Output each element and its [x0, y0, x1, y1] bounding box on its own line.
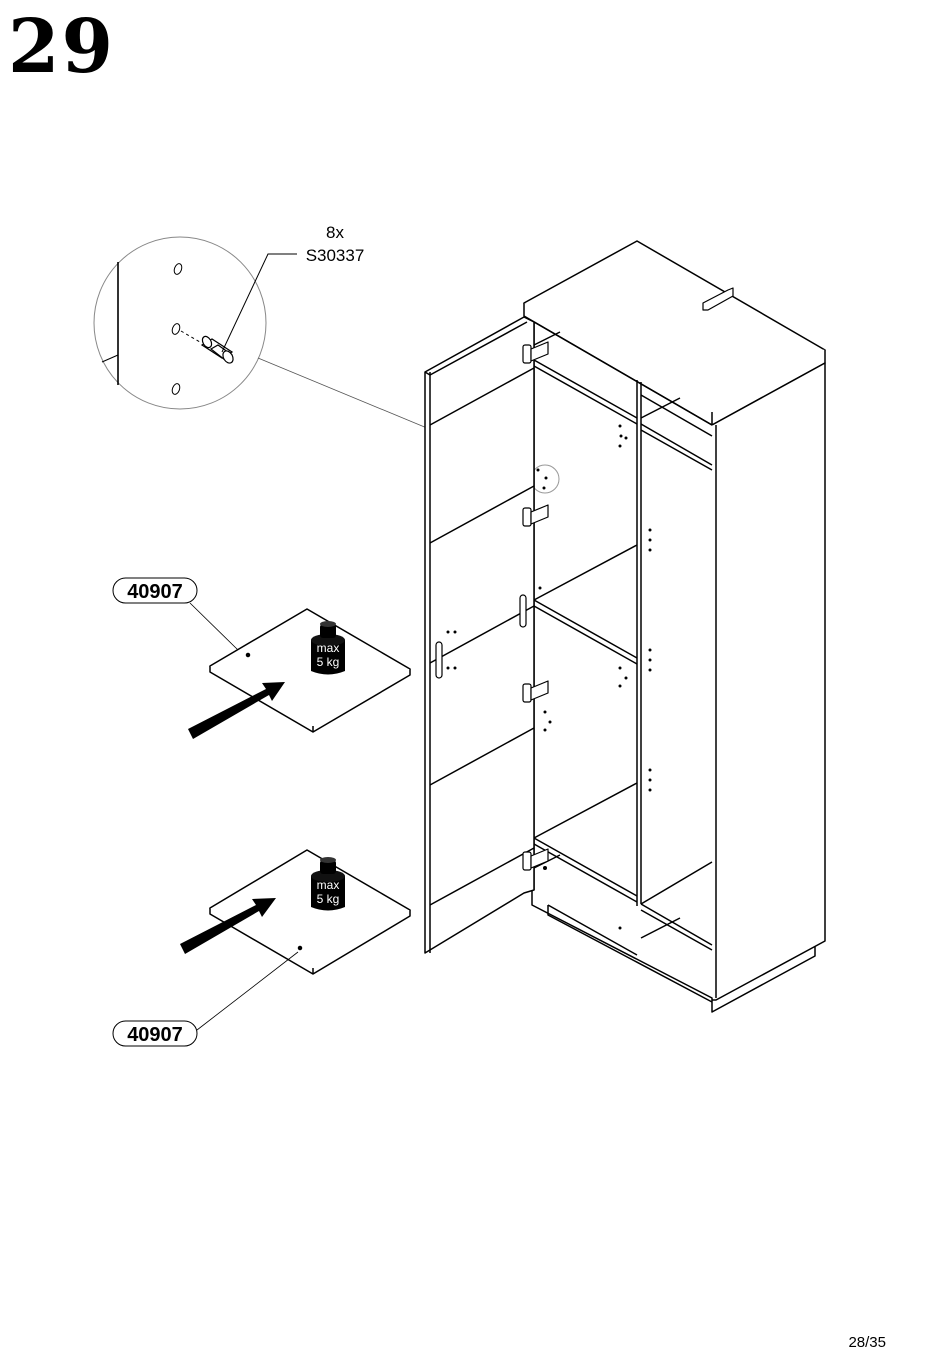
shelf-load-max: max	[317, 641, 340, 655]
shelf-panel-lower	[210, 850, 410, 974]
insert-arrow-icon	[188, 682, 285, 739]
shelf-part-code: 40907	[127, 1024, 183, 1046]
wardrobe-drawing	[425, 241, 825, 1012]
page-number: 28/35	[848, 1335, 886, 1350]
shelf-load-weight: 5 kg	[317, 655, 340, 669]
hardware-quantity: 8x	[326, 223, 344, 242]
shelf-load-weight: 5 kg	[317, 892, 340, 906]
hardware-part-code: S30337	[306, 246, 365, 265]
shelf-part-code: 40907	[127, 581, 183, 603]
shelf-panel-upper	[210, 609, 410, 732]
wardrobe-side-panel	[712, 363, 825, 1000]
shelf-load-max: max	[317, 878, 340, 892]
detail-magnifier-circle	[94, 237, 266, 409]
